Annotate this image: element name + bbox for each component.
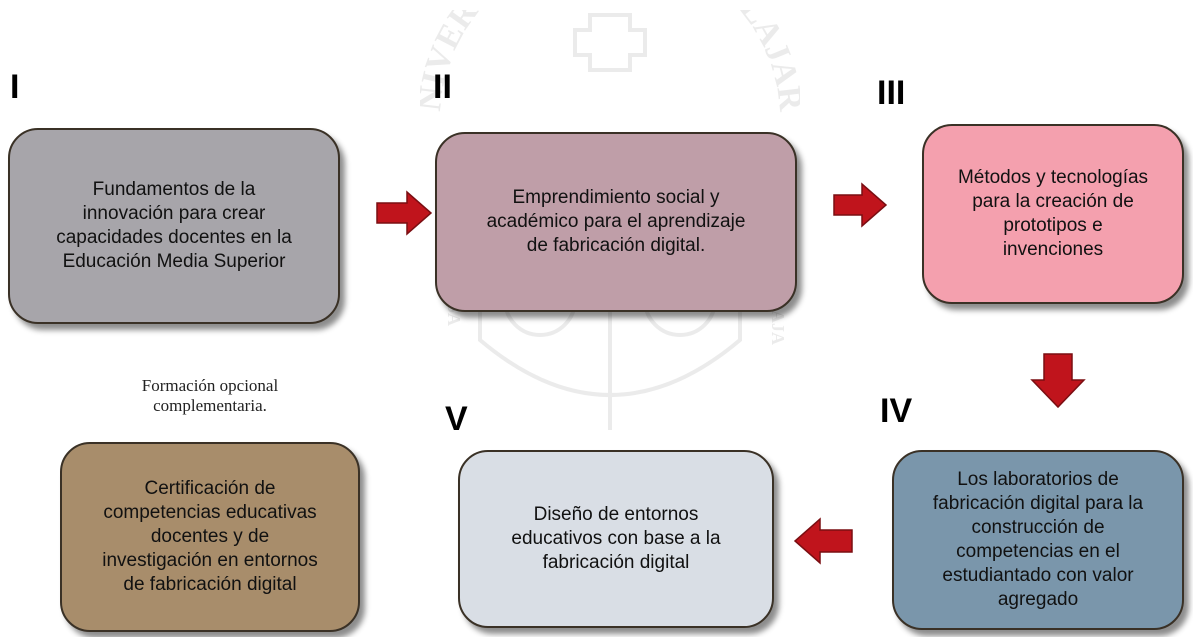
stage-3-text: Métodos y tecnologías para la creación d… <box>957 167 1149 260</box>
stage-1-box: Fundamentos de la innovación para crear … <box>8 128 340 324</box>
optional-note: Formación opcional complementaria. <box>141 376 279 415</box>
stage-4-numeral: IV <box>880 392 913 430</box>
arrow-right-1-to-2 <box>376 190 433 236</box>
stage-3-box: Métodos y tecnologías para la creación d… <box>922 124 1184 304</box>
optional-certification-text: Certificación de competencias educativas… <box>102 478 318 595</box>
stage-5-text: Diseño de entornos educativos con base a… <box>511 504 721 573</box>
arrow-right-2-to-3 <box>833 182 888 228</box>
arrow-down-3-to-4 <box>1030 353 1086 409</box>
stage-5-box: Diseño de entornos educativos con base a… <box>458 450 774 628</box>
watermark-title: UNIVERSIDAD DE GUADALAJARA <box>420 10 800 113</box>
arrow-left-4-to-5 <box>793 517 853 565</box>
stage-1-text: Fundamentos de la innovación para crear … <box>56 179 292 272</box>
stage-3-numeral: III <box>877 74 906 112</box>
stage-2-text: Emprendimiento social y académico para e… <box>486 187 746 256</box>
stage-4-text: Los laboratorios de fabricación digital … <box>932 469 1144 610</box>
stage-2-box: Emprendimiento social y académico para e… <box>435 132 797 312</box>
stage-4-box: Los laboratorios de fabricación digital … <box>892 450 1184 630</box>
stage-1-numeral: I <box>10 68 20 106</box>
optional-certification-box: Certificación de competencias educativas… <box>60 442 360 632</box>
stage-5-numeral: V <box>445 400 468 438</box>
stage-2-numeral: II <box>433 68 452 106</box>
